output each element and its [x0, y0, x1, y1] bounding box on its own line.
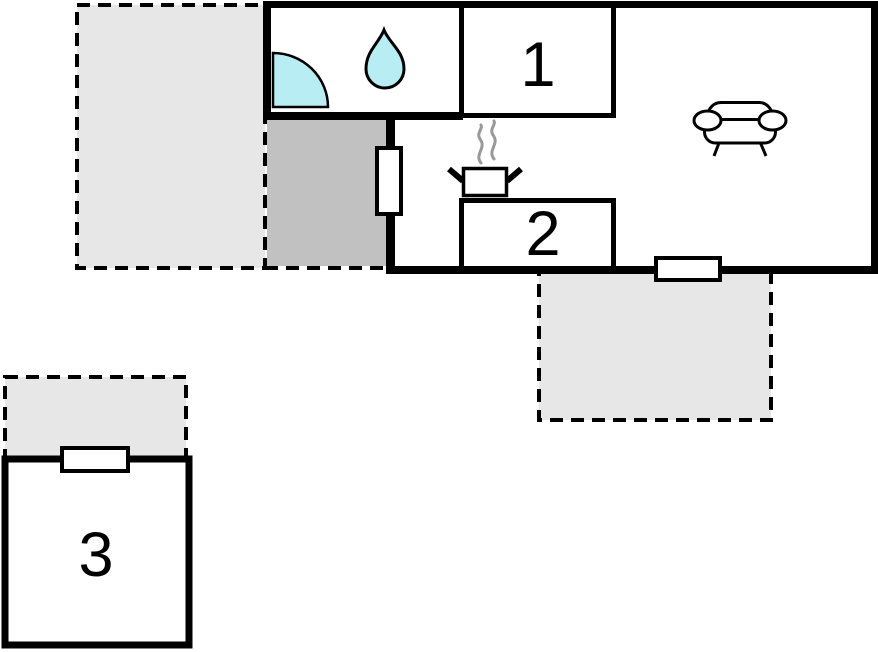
- water-drop-icon: [364, 25, 406, 90]
- cooking-pot-icon: [447, 166, 523, 198]
- terrace-top-left: [75, 3, 267, 270]
- window-hall-icon: [375, 146, 403, 216]
- room-2-label: 2: [525, 199, 560, 269]
- sofa-leg-left: [712, 142, 721, 157]
- window-living-room-icon: [654, 256, 722, 282]
- terrace-room-3: [3, 375, 188, 461]
- entrance-hall-area: [267, 120, 386, 266]
- room-1-outline: [459, 3, 616, 118]
- sofa-leg-right: [759, 142, 768, 157]
- wall-bottom: [386, 266, 878, 274]
- room-3-label: 3: [78, 520, 113, 590]
- door-swing-icon: [271, 51, 330, 109]
- pot-left-handle: [447, 166, 465, 184]
- sofa-arm-left: [692, 109, 723, 132]
- wall-right: [871, 1, 878, 274]
- terrace-bottom: [537, 270, 773, 422]
- pot-body: [461, 166, 509, 198]
- room-3-outline: [1, 455, 193, 649]
- steam-wisp-left: [477, 123, 484, 165]
- sofa-arm-right: [757, 109, 788, 132]
- room-1-label: 1: [520, 30, 555, 100]
- pot-right-handle: [505, 166, 523, 184]
- floor-upper: [271, 8, 871, 112]
- wall-bathroom-bottom: [263, 112, 463, 120]
- sofa-icon: [692, 101, 788, 157]
- window-room-3-icon: [60, 446, 130, 473]
- room-2-outline: [459, 198, 616, 271]
- steam-icon: [477, 119, 497, 165]
- steam-wisp-right: [490, 119, 497, 161]
- wall-left-upper: [263, 1, 271, 120]
